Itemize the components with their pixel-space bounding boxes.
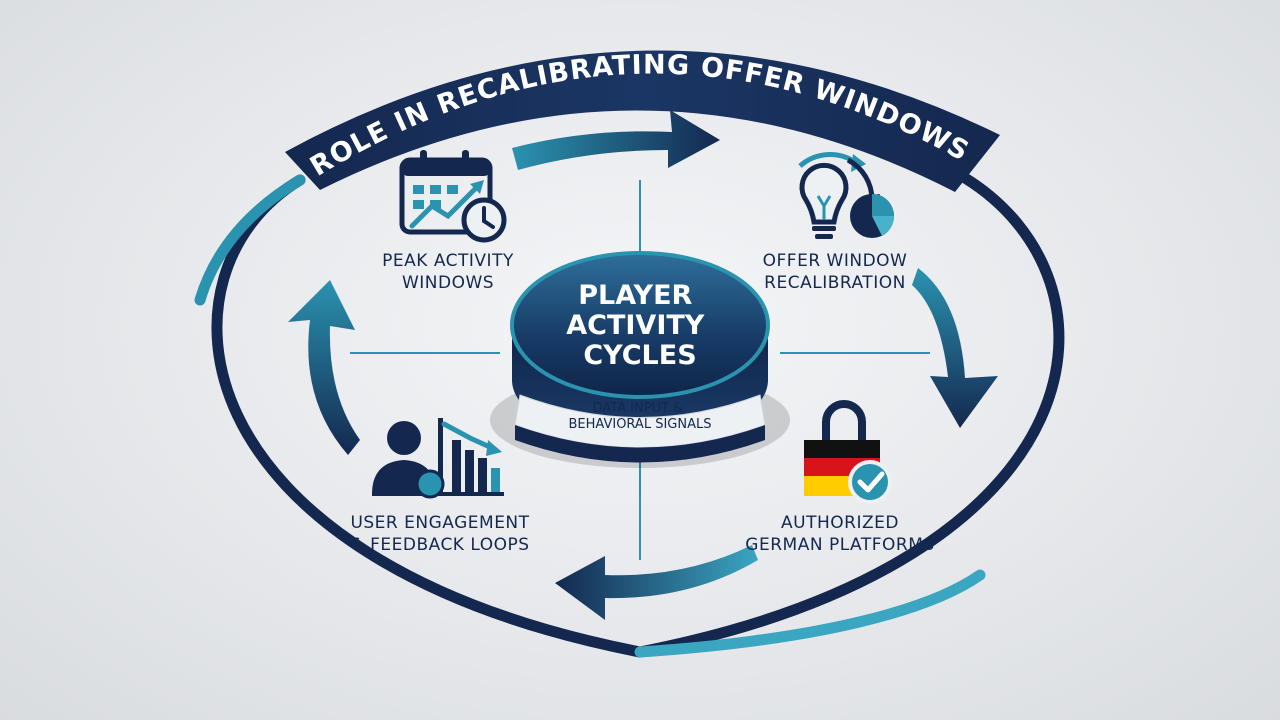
center-subtitle-line: BEHAVIORAL SIGNALS [569,417,712,432]
center-title-line: PLAYER [578,280,692,311]
center-disc-top [510,251,770,399]
label-line: RECALIBRATION [764,273,906,293]
arrow-right [912,268,998,428]
center-subtitle: DATA INPUT & BEHAVIORAL SIGNALS [569,401,712,432]
offer-window-recalibration-label: OFFER WINDOW RECALIBRATION [720,250,950,294]
label-line: PEAK ACTIVITY [382,251,514,271]
center-disc-base-edge [515,425,765,463]
label-line: USER ENGAGEMENT [350,513,530,533]
arrow-top [512,110,720,170]
arrow-bottom [555,545,758,620]
outer-ring-left [211,174,646,658]
peak-activity-label: PEAK ACTIVITY WINDOWS [338,250,558,294]
label-line: OFFER WINDOW [762,251,908,271]
label-line: WINDOWS [401,273,495,293]
outer-ring-bottom-teal [634,569,986,658]
label-line: & FEEDBACK LOOPS [350,535,530,555]
user-engagement-label: USER ENGAGEMENT & FEEDBACK LOOPS [320,512,560,556]
arrow-left [288,280,360,455]
center-title: PLAYER ACTIVITY CYCLES [566,280,714,371]
center-title-line: CYCLES [583,340,696,371]
title-banner [285,50,1000,192]
lightbulb-cycle-pie-icon [798,151,895,239]
user-bar-chart-icon [372,418,504,499]
authorized-german-platforms-label: AUTHORIZED GERMAN PLATFORMS [720,512,960,556]
center-title-line: ACTIVITY [566,310,705,341]
calendar-chart-clock-icon [399,150,507,243]
outer-ring-left-top [194,174,306,306]
label-line: GERMAN PLATFORMS [745,535,935,555]
german-flag-lock-check-icon [804,400,892,504]
outer-ring-right [634,172,1065,658]
label-line: AUTHORIZED [781,513,899,533]
center-subtitle-line: DATA INPUT & [593,401,684,416]
